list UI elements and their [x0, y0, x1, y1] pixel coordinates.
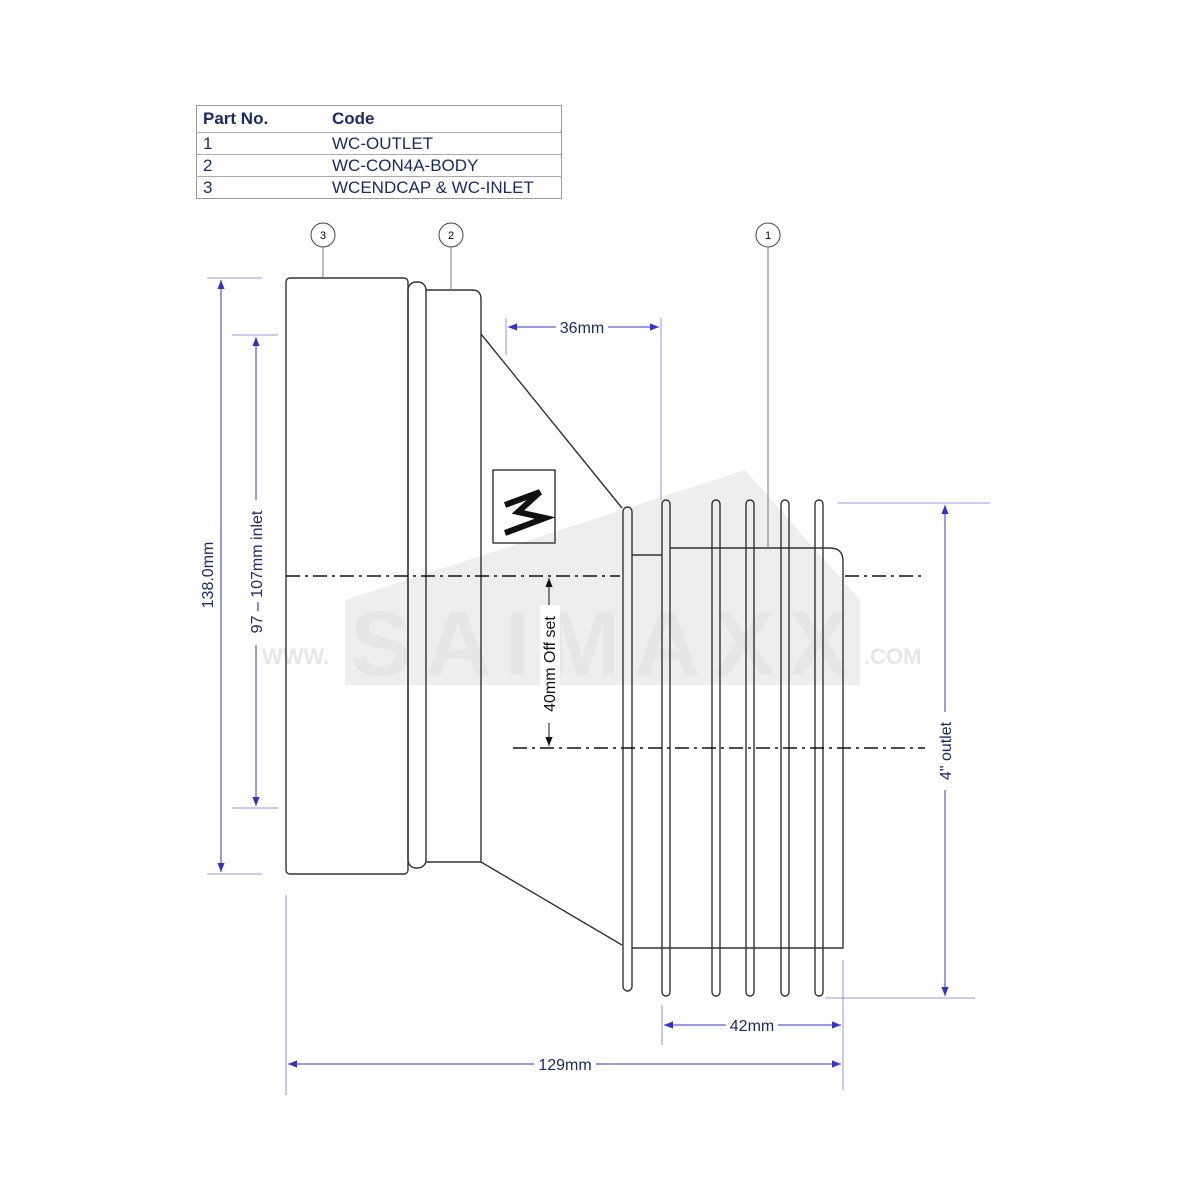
parts-table: Part No. Code 1 WC-OUTLET 2 WC-CON4A-BOD… [196, 105, 562, 199]
logo-box [492, 469, 556, 544]
table-row: 1 WC-OUTLET [196, 132, 562, 155]
cone-body [480, 333, 623, 946]
dim-label: 4" outlet [938, 721, 955, 780]
code-cell: WCENDCAP & WC-INLET [332, 177, 534, 197]
header-code: Code [326, 105, 562, 133]
watermark: WWW. SAIMAXX .COM [262, 470, 921, 695]
part-2-body [426, 289, 482, 863]
inlet-seal-ring [407, 281, 427, 869]
balloon-1: 1 [755, 222, 781, 548]
code-cell: WC-OUTLET [326, 132, 562, 155]
code-cell: WC-CON4A-BODY [326, 154, 562, 177]
part-no-cell: 3 [203, 177, 213, 197]
part-no-cell: 2 [196, 154, 326, 177]
table-row: 2 WC-CON4A-BODY [196, 154, 562, 177]
dim-label: 42mm [730, 1018, 774, 1035]
header-part-no: Part No. [196, 105, 326, 133]
watermark-suffix: .COM [864, 644, 921, 669]
extension-lines [207, 277, 990, 1095]
dim-label: 36mm [560, 320, 604, 337]
table-row: 3 WCENDCAP & WC-INLET [197, 177, 562, 199]
dim-outlet-dia: 4" outlet [936, 505, 956, 996]
balloon-3: 3 [310, 222, 336, 278]
dim-label: 40mm Off set [542, 616, 559, 712]
table-header-row: Part No. Code [196, 105, 562, 133]
fin [622, 506, 633, 992]
fin [745, 499, 755, 997]
dim-inlet: 97 – 107mm inlet [246, 337, 266, 806]
dim-label: 129mm [538, 1057, 591, 1074]
balloon-label: 3 [320, 230, 326, 242]
part-1-outlet [632, 547, 844, 949]
dim-offset: 40mm Off set [540, 578, 560, 746]
dim-label: 97 – 107mm inlet [249, 510, 266, 633]
dim-label: 138.0mm [200, 542, 217, 609]
dim-overall-height: 138.0mm [200, 280, 225, 872]
dim-overall-length: 129mm [288, 1055, 841, 1074]
balloon-label: 1 [765, 230, 771, 242]
brand-logo-icon [503, 489, 556, 536]
balloon-2: 2 [438, 222, 464, 290]
part-no-cell: 1 [196, 132, 326, 155]
dim-outlet-length: 42mm [664, 1016, 841, 1035]
dim-cone-length: 36mm [508, 318, 659, 337]
watermark-prefix: WWW. [262, 644, 329, 669]
watermark-brand: SAIMAXX [350, 593, 850, 695]
balloon-label: 2 [448, 230, 454, 242]
